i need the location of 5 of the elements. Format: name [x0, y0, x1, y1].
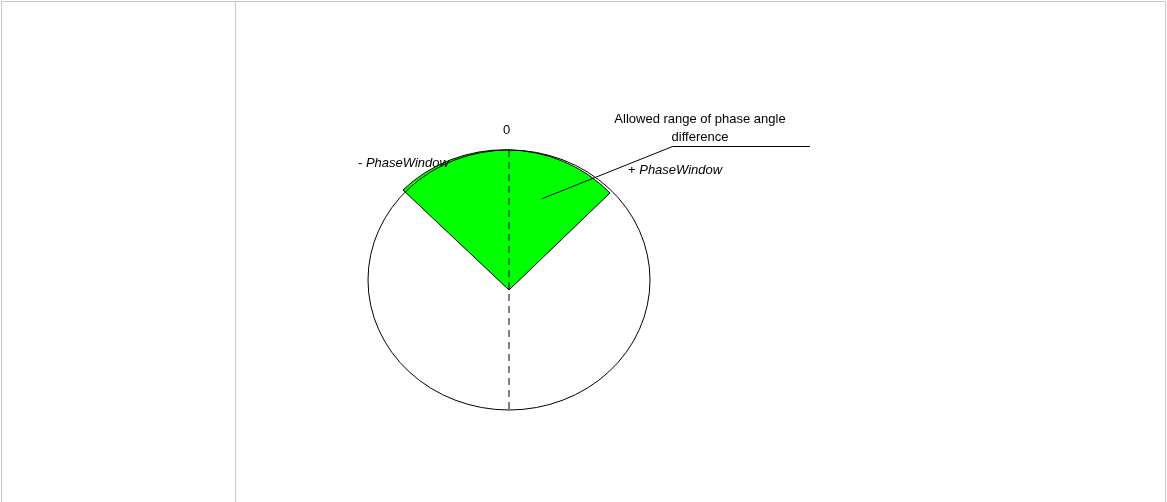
positive-window-label: + PhaseWindow [628, 161, 723, 179]
negative-window-label: - PhaseWindow [358, 154, 449, 172]
zero-angle-label: 0 [503, 121, 511, 139]
callout-text: Allowed range of phase angle difference [590, 110, 810, 146]
leader-line [541, 146, 811, 200]
